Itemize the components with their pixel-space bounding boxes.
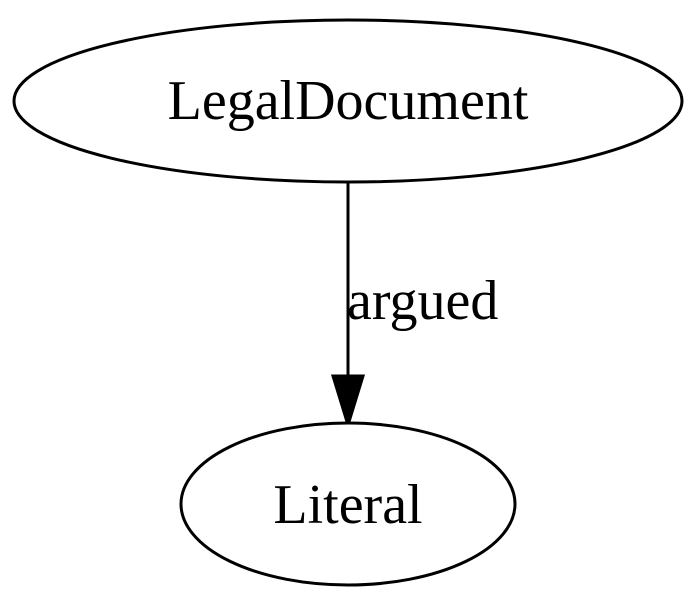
edge-argued-arrowhead xyxy=(330,374,366,431)
node-literal-shape xyxy=(179,421,517,587)
node-legal-document[interactable]: LegalDocument xyxy=(12,18,684,184)
node-literal-label: Literal xyxy=(273,474,422,536)
node-legal-document-label: LegalDocument xyxy=(168,70,529,132)
edge-argued-label: argued xyxy=(347,270,498,332)
node-literal[interactable]: Literal xyxy=(179,421,517,587)
edge-argued: argued xyxy=(330,182,498,431)
